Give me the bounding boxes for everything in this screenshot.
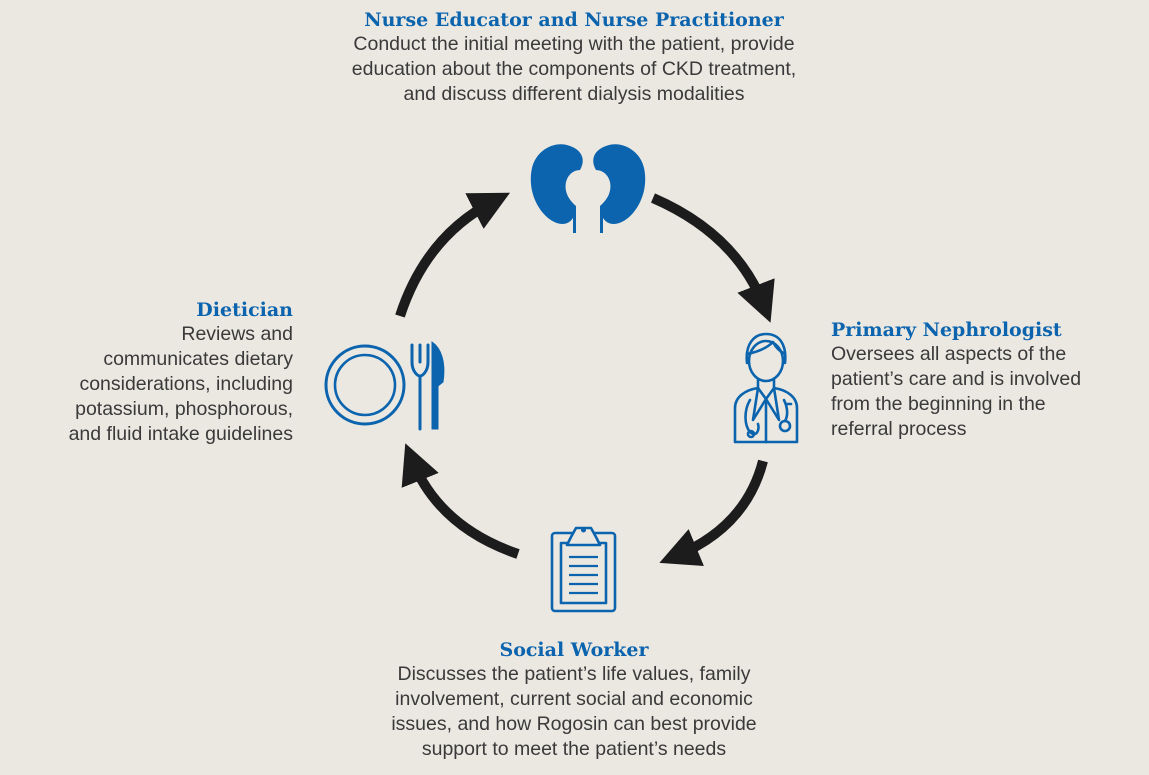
- role-nephrologist: Primary Nephrologist Oversees all aspect…: [831, 318, 1149, 442]
- role-title-dietician: Dietician: [196, 299, 293, 321]
- role-social-worker: Social Worker Discusses the patient’s li…: [304, 638, 844, 762]
- plate-cutlery-icon: [324, 341, 445, 431]
- role-desc-nurse: Conduct the initial meeting with the pat…: [229, 32, 919, 107]
- desc-line: communicates dietary: [103, 348, 293, 370]
- role-title-nephrologist: Primary Nephrologist: [831, 319, 1062, 341]
- desc-line: support to meet the patient’s needs: [421, 738, 727, 760]
- cycle-arrow-nurse-to-nephrologist: [651, 193, 775, 323]
- role-dietician: Dietician Reviews and communicates dieta…: [0, 298, 293, 447]
- cycle-arrow-nephrologist-to-social: [659, 459, 768, 567]
- cycle-arrow-social-to-dietician: [401, 443, 520, 559]
- desc-line: referral process: [831, 418, 967, 440]
- clipboard-icon: [550, 526, 617, 613]
- role-desc-dietician: Reviews and communicates dietary conside…: [0, 322, 293, 447]
- desc-line: Reviews and: [181, 323, 293, 345]
- role-title-social-worker: Social Worker: [499, 639, 649, 661]
- desc-line: education about the components of CKD tr…: [351, 58, 797, 80]
- desc-line: and discuss different dialysis modalitie…: [403, 83, 745, 105]
- role-title-nurse: Nurse Educator and Nurse Practitioner: [364, 9, 784, 31]
- desc-line: Discusses the patient’s life values, fam…: [397, 663, 751, 685]
- doctor-icon: [733, 332, 799, 444]
- desc-line: issues, and how Rogosin can best provide: [391, 713, 757, 735]
- role-nurse: Nurse Educator and Nurse Practitioner Co…: [229, 8, 919, 107]
- desc-line: and fluid intake guidelines: [68, 423, 293, 445]
- desc-line: involvement, current social and economic: [395, 688, 753, 710]
- desc-line: from the beginning in the: [831, 393, 1046, 415]
- kidneys-icon: [530, 144, 646, 233]
- desc-line: Conduct the initial meeting with the pat…: [353, 33, 795, 55]
- desc-line: potassium, phosphorous,: [75, 398, 293, 420]
- desc-line: patient’s care and is involved: [831, 368, 1082, 390]
- desc-line: considerations, including: [79, 373, 293, 395]
- role-desc-nephrologist: Oversees all aspects of the patient’s ca…: [831, 342, 1149, 442]
- desc-line: Oversees all aspects of the: [831, 343, 1067, 365]
- role-desc-social-worker: Discusses the patient’s life values, fam…: [304, 662, 844, 762]
- cycle-arrow-dietician-to-nurse: [395, 192, 511, 318]
